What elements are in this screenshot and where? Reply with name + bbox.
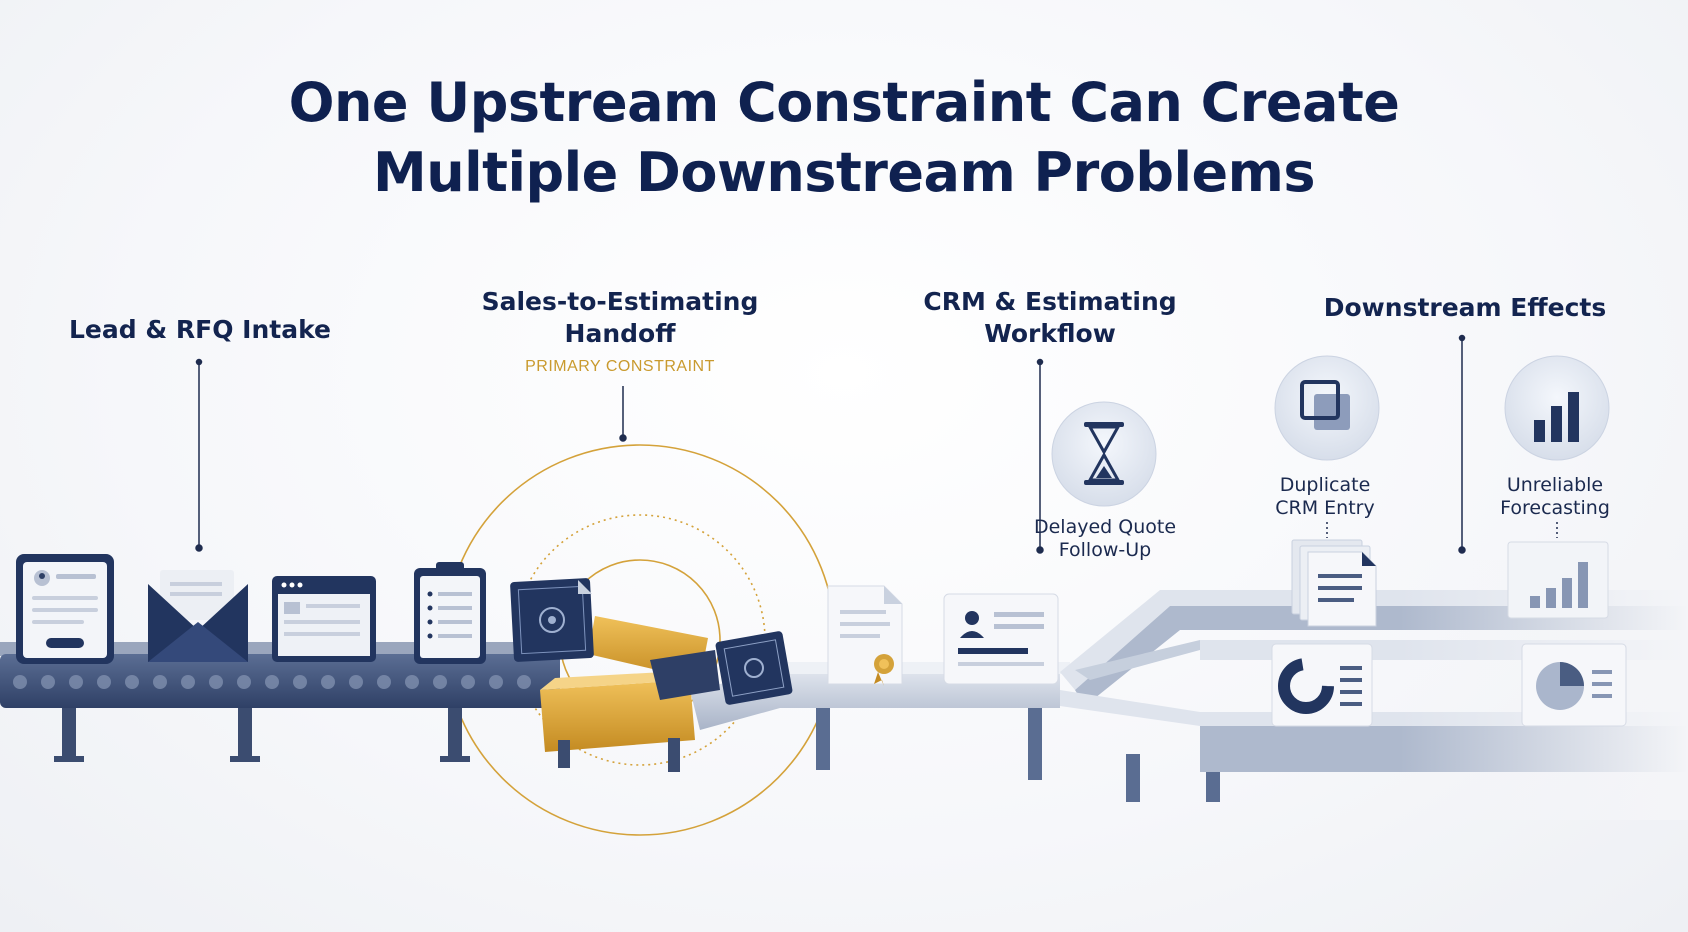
contact-card-icon	[943, 593, 1059, 685]
forecast-line-2: Forecasting	[1500, 497, 1610, 519]
certificate-icon	[827, 585, 903, 686]
delayed-line-1: Delayed Quote	[1033, 516, 1177, 538]
primary-constraint-label: PRIMARY CONSTRAINT	[525, 358, 715, 375]
title-line-1: One Upstream Constraint Can Create	[288, 71, 1400, 134]
stage-label-intake: Lead & RFQ Intake	[69, 315, 331, 344]
hourglass-icon	[1051, 401, 1157, 507]
envelope-icon	[148, 570, 248, 662]
bar-chart-icon	[1504, 355, 1610, 461]
delayed-line-2: Follow-Up	[1058, 539, 1152, 561]
blueprint-icon	[510, 578, 594, 662]
bar-chart-card-icon	[1507, 541, 1609, 619]
stage-label-crm: CRM & Estimating Workflow	[900, 286, 1200, 350]
stage-label-effects: Downstream Effects	[1323, 293, 1607, 322]
effect-label-delayed: Delayed Quote Follow-Up	[1020, 516, 1190, 562]
leader-lines	[195, 334, 1558, 554]
crm-label-line-2: Workflow	[984, 319, 1116, 348]
handoff-label-line-2: Handoff	[564, 319, 676, 348]
duplicate-line-1: Duplicate	[1279, 474, 1371, 496]
forecast-line-1: Unreliable	[1506, 474, 1604, 496]
stage-label-handoff: Sales-to-Estimating Handoff	[470, 286, 770, 350]
profile-card-icon	[16, 554, 114, 664]
clipboard-icon	[414, 562, 486, 664]
effect-label-forecasting: Unreliable Forecasting	[1480, 474, 1630, 520]
title-line-2: Multiple Downstream Problems	[372, 141, 1316, 204]
effect-label-duplicate: Duplicate CRM Entry	[1250, 474, 1400, 520]
document-stack-icon	[1291, 539, 1377, 627]
pie-chart-icon	[1521, 643, 1627, 727]
constraint-blocks	[540, 616, 720, 772]
duplicate-squares-icon	[1274, 355, 1380, 461]
blueprint-icon-2	[715, 631, 793, 705]
duplicate-line-2: CRM Entry	[1275, 497, 1375, 519]
crm-label-line-1: CRM & Estimating	[923, 287, 1177, 316]
page-title: One Upstream Constraint Can Create Multi…	[0, 68, 1688, 208]
handoff-label-line-1: Sales-to-Estimating	[481, 287, 759, 316]
donut-chart-icon	[1271, 643, 1373, 727]
browser-window-icon	[272, 576, 376, 662]
